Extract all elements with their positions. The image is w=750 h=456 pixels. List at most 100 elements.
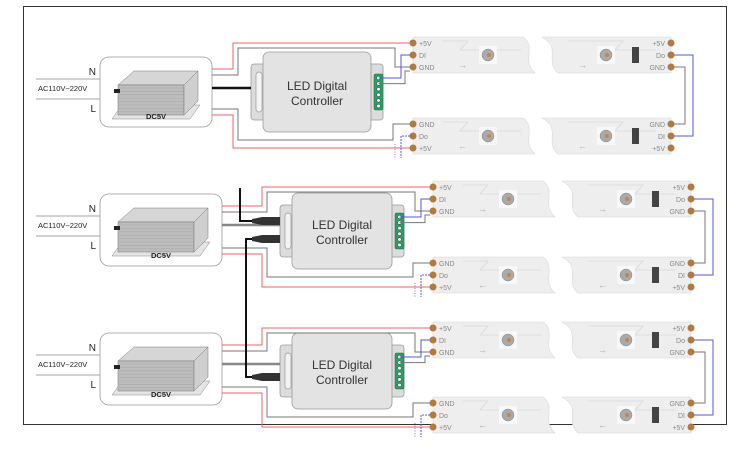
psu-side-face	[193, 207, 209, 253]
direction-arrow-left: ←	[458, 141, 467, 151]
solder-pad	[687, 183, 695, 191]
pin-label: +5V	[419, 41, 432, 48]
psu-input-plug-icon	[114, 226, 120, 230]
pin-label: GND	[419, 65, 435, 72]
solder-pad	[687, 271, 695, 279]
capacitor-icon	[652, 267, 659, 283]
pin-label: GND	[649, 122, 665, 129]
strip-segment-left	[432, 180, 556, 218]
mains-n-label: N	[89, 204, 96, 215]
wire-data-loop	[694, 198, 714, 276]
strip-segment-left	[412, 117, 536, 155]
led-die-icon	[487, 134, 491, 138]
wire-data-top	[399, 339, 430, 358]
pin-label: DI	[439, 338, 446, 345]
psu-front-face	[117, 84, 185, 116]
wire-gnd-bottom	[212, 108, 410, 141]
pin-label: +5V	[652, 41, 665, 48]
pin-label: +5V	[672, 326, 685, 333]
psu-side-face	[183, 70, 199, 116]
wire-gnd-loop	[694, 210, 706, 264]
capacitor-icon	[652, 332, 659, 348]
terminal-screw-icon	[397, 226, 402, 231]
wire-gnd-top	[212, 47, 410, 76]
led-die-icon	[507, 413, 511, 417]
pin-label: GND	[419, 122, 435, 129]
pin-label: Do	[419, 134, 428, 141]
wire-gnd-loop	[674, 66, 686, 125]
solder-pad	[687, 259, 695, 267]
terminal-screw-icon	[376, 87, 381, 92]
wire-5v-bottom	[222, 253, 430, 288]
terminal-screw-icon	[397, 242, 402, 247]
wire-5v-bottom	[212, 114, 410, 149]
direction-arrow-right: ←	[598, 280, 607, 290]
led-die-icon	[625, 197, 629, 201]
led-die-icon	[605, 53, 609, 57]
wire-5v-top	[222, 186, 430, 207]
pin-label: +5V	[672, 425, 685, 432]
solder-pad	[667, 120, 675, 128]
pin-label: +5V	[672, 285, 685, 292]
controller-mount-slot	[284, 212, 292, 250]
solder-pad	[429, 336, 437, 344]
power-supply-label: DC5V	[151, 390, 171, 399]
solder-pad	[687, 399, 695, 407]
wire-5v-bottom	[222, 392, 430, 428]
direction-arrow-right: →	[578, 60, 587, 70]
pin-label: GND	[439, 401, 455, 408]
terminal-screw-icon	[397, 383, 402, 388]
controller-label-line2: Controller	[291, 94, 343, 108]
wire-5v-top	[212, 42, 410, 70]
solder-pad	[429, 207, 437, 215]
strip-segment-left	[432, 396, 556, 434]
solder-pad	[667, 144, 675, 152]
solder-pad	[429, 324, 437, 332]
solder-pad	[429, 348, 437, 356]
wire-ctrl-gnd-top	[399, 355, 430, 364]
wire-ctrl-gnd-top	[378, 70, 410, 85]
wire-gnd-loop	[694, 351, 706, 404]
led-die-icon	[507, 338, 511, 342]
solder-pad	[429, 183, 437, 191]
pin-label: +5V	[439, 425, 452, 432]
solder-pad	[687, 283, 695, 291]
pin-label: Do	[656, 53, 665, 60]
wire-data-out-bottom	[420, 414, 430, 437]
mains-l-label: L	[90, 380, 96, 391]
pin-label: GND	[439, 209, 455, 216]
direction-arrow-left: →	[478, 204, 487, 214]
pin-label: Do	[439, 413, 448, 420]
controller-output-terminal	[373, 73, 384, 111]
solder-pad	[429, 259, 437, 267]
mains-l-label: L	[90, 241, 96, 252]
mains-n-label: N	[89, 343, 96, 354]
wire-gnd-top	[222, 332, 430, 353]
led-die-icon	[625, 273, 629, 277]
led-die-icon	[605, 134, 609, 138]
direction-arrow-right: ←	[598, 420, 607, 430]
solder-pad	[667, 63, 675, 71]
solder-pad	[667, 51, 675, 59]
solder-pad	[409, 144, 417, 152]
pin-label: Do	[676, 338, 685, 345]
terminal-screw-icon	[397, 231, 402, 236]
controller-body	[291, 192, 393, 270]
direction-arrow-right: →	[598, 204, 607, 214]
direction-arrow-right: →	[598, 345, 607, 355]
solder-pad	[429, 411, 437, 419]
psu-top-face	[117, 346, 209, 362]
psu-front-face	[117, 360, 195, 392]
pin-label: +5V	[439, 326, 452, 333]
pin-label: +5V	[652, 146, 665, 153]
terminal-screw-icon	[376, 103, 381, 108]
controller-mount-slot	[284, 352, 292, 390]
pin-label: GND	[669, 209, 685, 216]
pin-label: +5V	[419, 146, 432, 153]
terminal-screw-icon	[397, 371, 402, 376]
wire-ctrl-gnd-top	[399, 214, 430, 224]
pin-label: DI	[678, 413, 685, 420]
mains-voltage-label: AC110V~220V	[38, 221, 87, 230]
